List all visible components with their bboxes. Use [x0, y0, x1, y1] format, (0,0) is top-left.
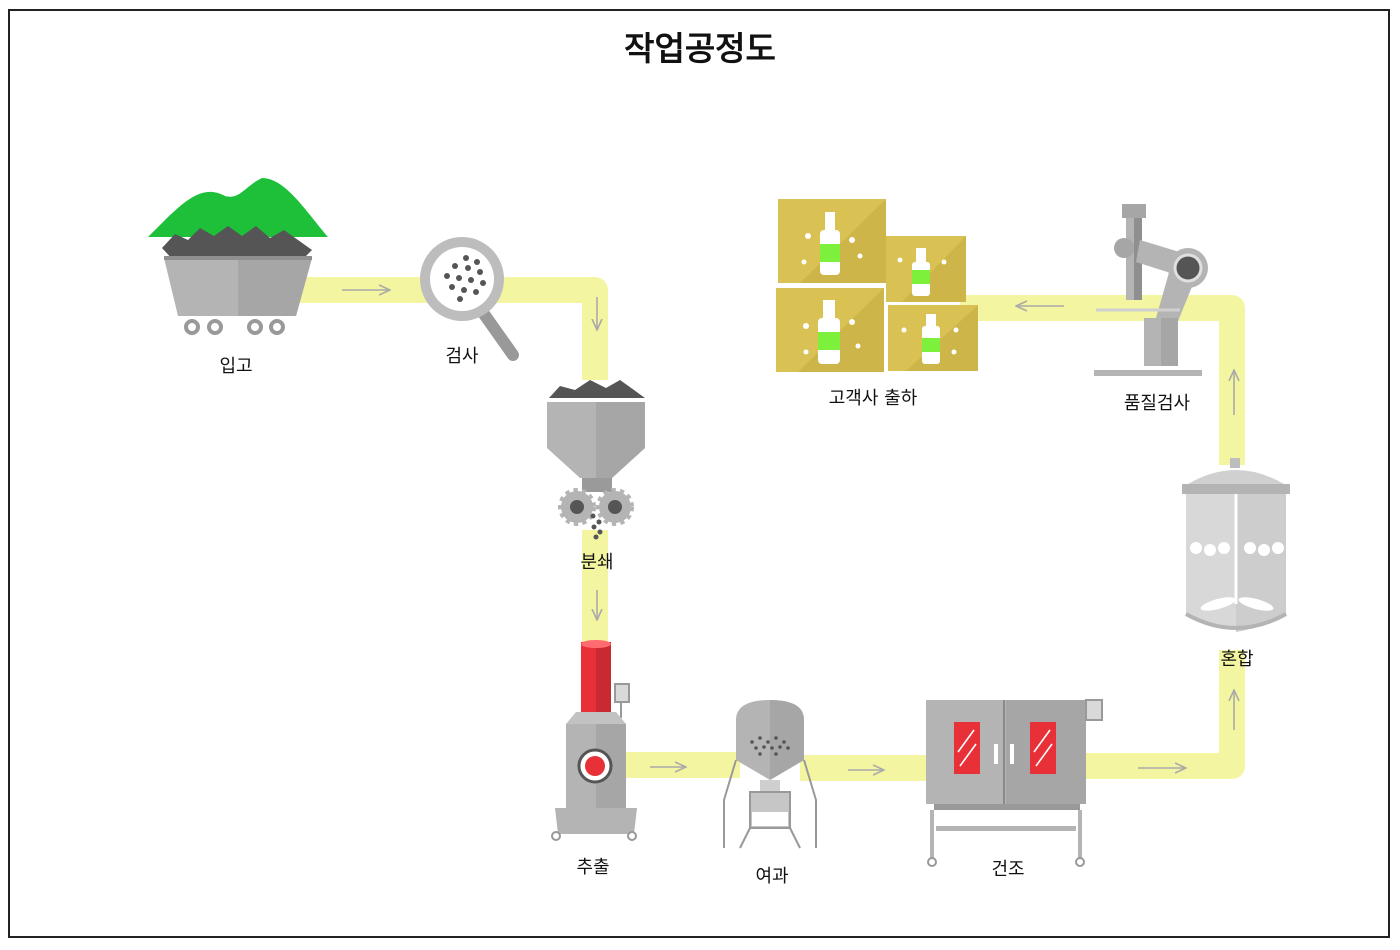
diagram-frame	[8, 9, 1390, 938]
step-label-shipping: 고객사 출하	[828, 388, 918, 409]
inspection-magnifier-icon	[420, 237, 519, 361]
step-label-drying: 건조	[991, 859, 1025, 880]
step-label-quality-check: 품질검사	[1123, 393, 1191, 414]
quality-check-robot-icon	[1094, 204, 1208, 376]
extraction-machine-icon	[551, 640, 637, 841]
mixing-tank-icon	[1182, 458, 1290, 632]
step-label-intake: 입고	[219, 356, 253, 377]
product-box	[888, 305, 978, 371]
step-label-extraction: 추출	[576, 857, 610, 878]
flow-segment-intake-to-grinding	[290, 277, 608, 380]
step-label-mixing: 혼합	[1220, 649, 1254, 670]
flow-segment-mixing-to-shipping	[960, 295, 1245, 465]
drying-oven-icon	[926, 699, 1103, 867]
step-label-inspection: 검사	[445, 346, 479, 367]
filtration-tank-icon	[723, 700, 817, 849]
product-box	[778, 199, 886, 283]
step-label-filtration: 여과	[755, 866, 789, 887]
grinding-gear-icon	[558, 488, 634, 540]
flow-segment-drying-to-mixing	[1080, 650, 1245, 779]
diagram-title: 작업공정도	[624, 29, 776, 68]
grinding-hopper-icon	[547, 380, 645, 492]
intake-cart-icon	[148, 178, 328, 335]
step-label-grinding: 분쇄	[580, 552, 614, 573]
shipping-boxes-icon	[776, 199, 978, 372]
product-box	[776, 288, 884, 372]
flow-arrows	[342, 290, 1234, 770]
product-box	[886, 236, 966, 302]
flow-path	[290, 277, 1245, 781]
